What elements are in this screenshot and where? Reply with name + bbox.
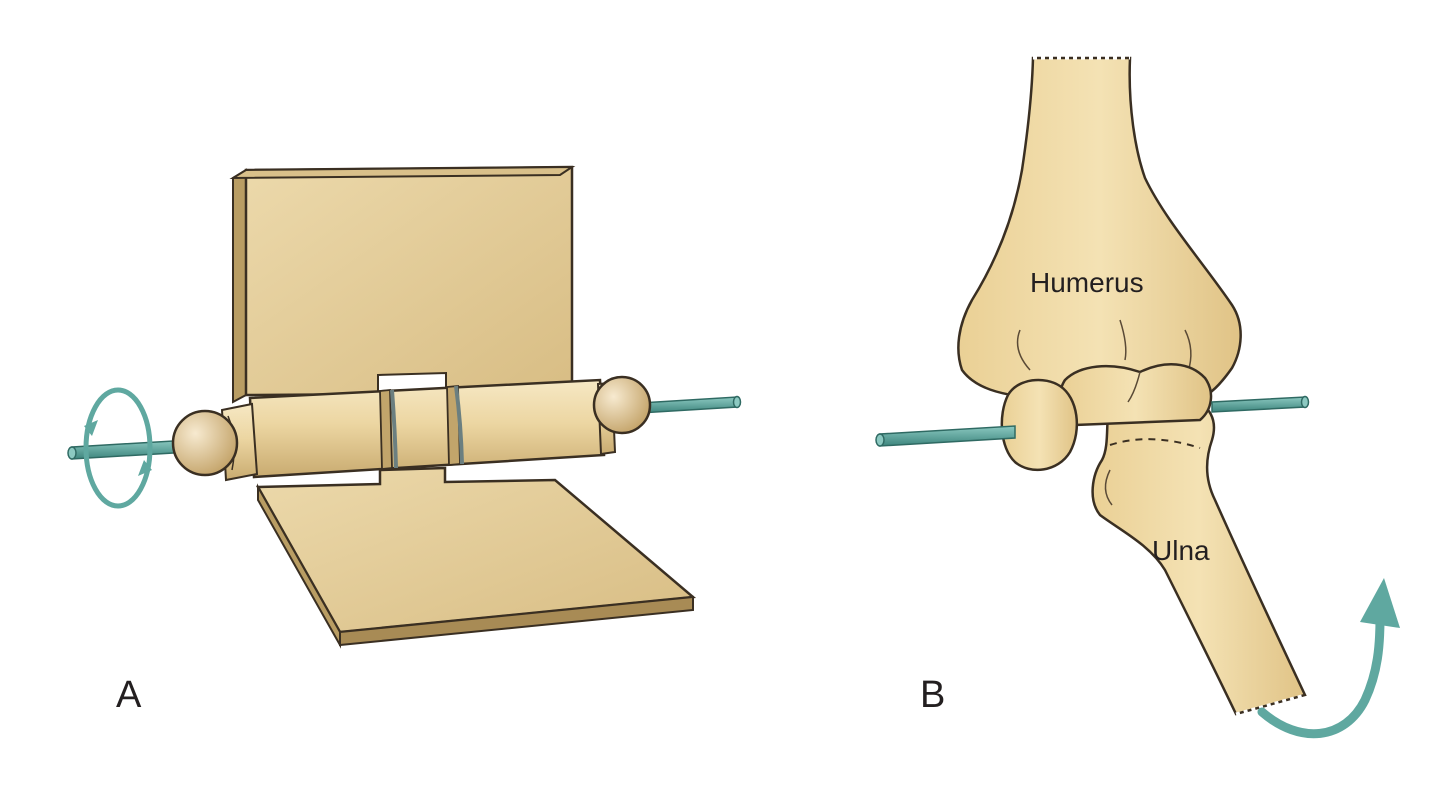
hinge-axis-pin-right bbox=[639, 396, 738, 414]
elbow-axis-pin-right bbox=[1211, 396, 1306, 413]
panel-letter-a: A bbox=[116, 674, 142, 716]
humerus-bone bbox=[957, 56, 1242, 400]
ulna-growth-line bbox=[1109, 438, 1201, 449]
panel-b-elbow: Humerus Ulna B bbox=[875, 56, 1400, 739]
elbow-axis-pin-left bbox=[879, 425, 1016, 447]
knuckle-ring-right bbox=[454, 385, 464, 465]
ulna-label: Ulna bbox=[1152, 535, 1210, 566]
panel-a-hinge: A bbox=[67, 165, 742, 716]
upright-plate-side bbox=[232, 168, 247, 404]
circular-rotation-arrow-icon bbox=[83, 387, 153, 509]
upright-plate bbox=[244, 165, 574, 397]
capitulum bbox=[1000, 378, 1078, 472]
knuckle-ring-left bbox=[390, 389, 398, 469]
panel-letter-b: B bbox=[920, 674, 945, 716]
humerus-label: Humerus bbox=[1030, 267, 1144, 298]
hinge-knob-left bbox=[171, 409, 239, 477]
hinge-knob-right bbox=[592, 375, 652, 435]
trochlea bbox=[1058, 363, 1213, 427]
hinge-barrel bbox=[248, 378, 606, 479]
curved-flexion-arrow-icon bbox=[1257, 578, 1400, 739]
